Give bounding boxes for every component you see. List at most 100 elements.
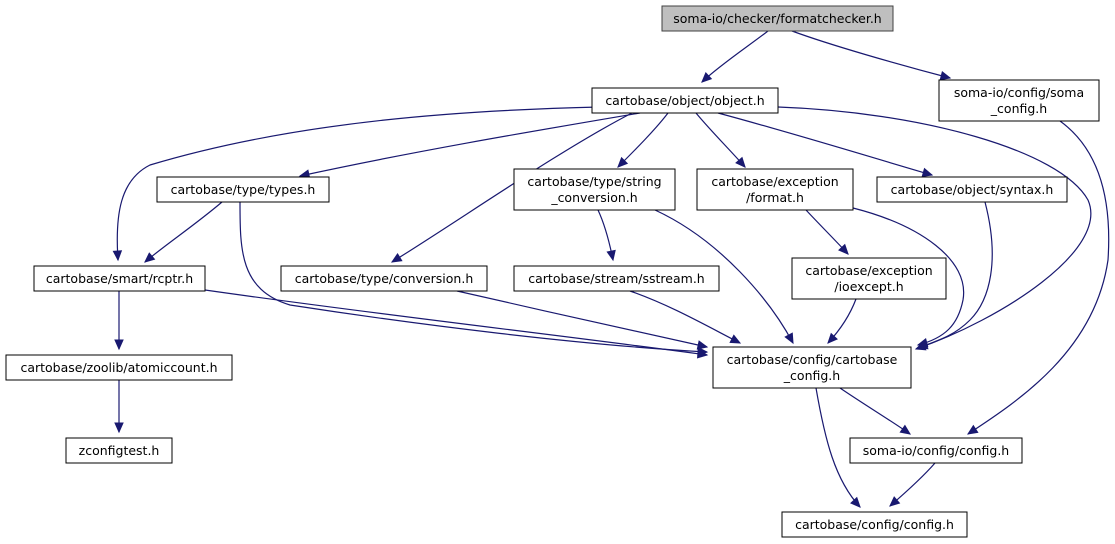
node-box <box>156 176 330 203</box>
node-label: _conversion.h <box>550 190 637 205</box>
edge-arrowhead <box>390 252 403 263</box>
edge-siocfg-to-cbconfig <box>889 462 936 507</box>
edge-strconv-to-cbcfg <box>654 209 794 345</box>
edge-conv-to-cbcfg <box>456 290 709 350</box>
edge-arrowhead <box>735 156 746 168</box>
edge-types-to-rcptr <box>144 201 223 263</box>
edge-arrowhead <box>114 339 124 351</box>
node-box <box>280 265 488 292</box>
node-label: soma-io/checker/formatchecker.h <box>673 11 881 26</box>
node-atomic[interactable]: cartobase/zoolib/atomiccount.h <box>5 354 233 381</box>
node-box <box>876 176 1068 203</box>
node-label: cartobase/object/syntax.h <box>891 182 1054 197</box>
node-label: cartobase/exception <box>805 263 932 278</box>
node-strconv[interactable]: cartobase/type/string_conversion.h <box>513 168 676 211</box>
edge-line <box>917 201 993 349</box>
node-label: cartobase/exception <box>711 174 838 189</box>
edge-syntax-to-cbcfg <box>916 201 993 350</box>
edge-line <box>717 112 933 176</box>
edge-line <box>116 106 601 261</box>
node-box <box>849 437 1023 464</box>
edge-sstream-to-cbcfg <box>629 290 742 344</box>
edge-arrowhead <box>850 496 861 508</box>
edge-strconv-to-sstream <box>597 209 616 262</box>
node-box <box>513 265 720 292</box>
node-box <box>661 5 894 32</box>
edge-line <box>144 201 223 263</box>
node-siocfg[interactable]: soma-io/config/config.h <box>849 437 1023 464</box>
edge-ioexcept-to-cbcfg <box>827 298 857 344</box>
node-label: cartobase/type/conversion.h <box>295 271 474 286</box>
edge-line <box>391 112 633 263</box>
edge-arrowhead <box>606 249 616 262</box>
node-label: _config.h <box>990 101 1047 116</box>
edge-object-to-syntax <box>717 112 934 177</box>
edge-line <box>695 112 746 168</box>
node-sstream[interactable]: cartobase/stream/sstream.h <box>513 265 720 292</box>
node-box <box>591 87 779 114</box>
edge-line <box>815 387 861 508</box>
node-types[interactable]: cartobase/type/types.h <box>156 176 330 203</box>
edge-line <box>701 30 769 83</box>
edge-line <box>204 289 708 356</box>
node-somacfg[interactable]: soma-io/config/soma_config.h <box>938 79 1100 122</box>
node-object[interactable]: cartobase/object/object.h <box>591 87 779 114</box>
edge-arrowhead <box>144 252 156 263</box>
node-label: _config.h <box>783 368 840 383</box>
edge-somacfg-to-siocfg <box>966 120 1110 435</box>
edge-cbcfg-to-cbconfig <box>815 387 861 508</box>
edge-arrowhead <box>112 250 123 262</box>
edge-arrowhead <box>617 156 629 168</box>
edge-cbcfg-to-siocfg <box>839 387 912 435</box>
node-label: cartobase/config/cartobase <box>727 352 898 367</box>
node-box <box>696 168 854 211</box>
node-label: soma-io/config/soma <box>954 85 1084 100</box>
node-label: cartobase/config/config.h <box>795 517 954 532</box>
edge-arrowhead <box>899 424 912 435</box>
edge-arrowhead <box>827 332 838 344</box>
edge-arrowhead <box>921 167 934 177</box>
node-box <box>712 346 912 389</box>
edge-object-to-types <box>298 112 641 179</box>
node-ioexcept[interactable]: cartobase/exception/ioexcept.h <box>791 257 947 300</box>
edge-line <box>777 106 1092 350</box>
edge-arrowhead <box>696 348 709 359</box>
node-box <box>33 265 206 292</box>
edge-arrowhead <box>784 332 794 345</box>
node-box <box>5 354 233 381</box>
node-label: cartobase/type/types.h <box>171 182 316 197</box>
edge-arrowhead <box>838 243 849 255</box>
node-conv[interactable]: cartobase/type/conversion.h <box>280 265 488 292</box>
node-zconf[interactable]: zconfigtest.h <box>65 437 173 464</box>
node-label: zconfigtest.h <box>79 443 160 458</box>
edge-arrowhead <box>966 424 979 435</box>
node-label: cartobase/smart/rcptr.h <box>46 271 193 286</box>
node-label: cartobase/stream/sstream.h <box>528 271 704 286</box>
edge-line <box>239 201 708 353</box>
edge-line <box>456 290 708 348</box>
edge-arrowhead <box>916 340 929 350</box>
node-cbconfig[interactable]: cartobase/config/config.h <box>781 511 968 538</box>
edge-line <box>791 30 951 79</box>
edge-atomic-to-zconf <box>114 380 124 434</box>
node-cbcfg[interactable]: cartobase/config/cartobase_config.h <box>712 346 912 389</box>
edges-layer <box>112 30 1110 508</box>
edge-root-to-somacfg <box>791 30 952 81</box>
edge-line <box>299 112 641 177</box>
node-format[interactable]: cartobase/exception/format.h <box>696 168 854 211</box>
node-syntax[interactable]: cartobase/object/syntax.h <box>876 176 1068 203</box>
node-rcptr[interactable]: cartobase/smart/rcptr.h <box>33 265 206 292</box>
edge-arrowhead <box>696 340 709 350</box>
node-box <box>513 168 676 211</box>
edge-format-to-ioexcept <box>805 209 849 255</box>
node-box <box>791 257 947 300</box>
node-box <box>938 79 1100 122</box>
node-label: /format.h <box>746 190 804 205</box>
node-label: cartobase/type/string <box>527 174 661 189</box>
node-label: cartobase/object/object.h <box>605 93 764 108</box>
edge-line <box>629 290 741 344</box>
edge-line <box>617 112 669 168</box>
edge-arrowhead <box>889 496 901 507</box>
edge-arrowhead <box>114 422 124 434</box>
